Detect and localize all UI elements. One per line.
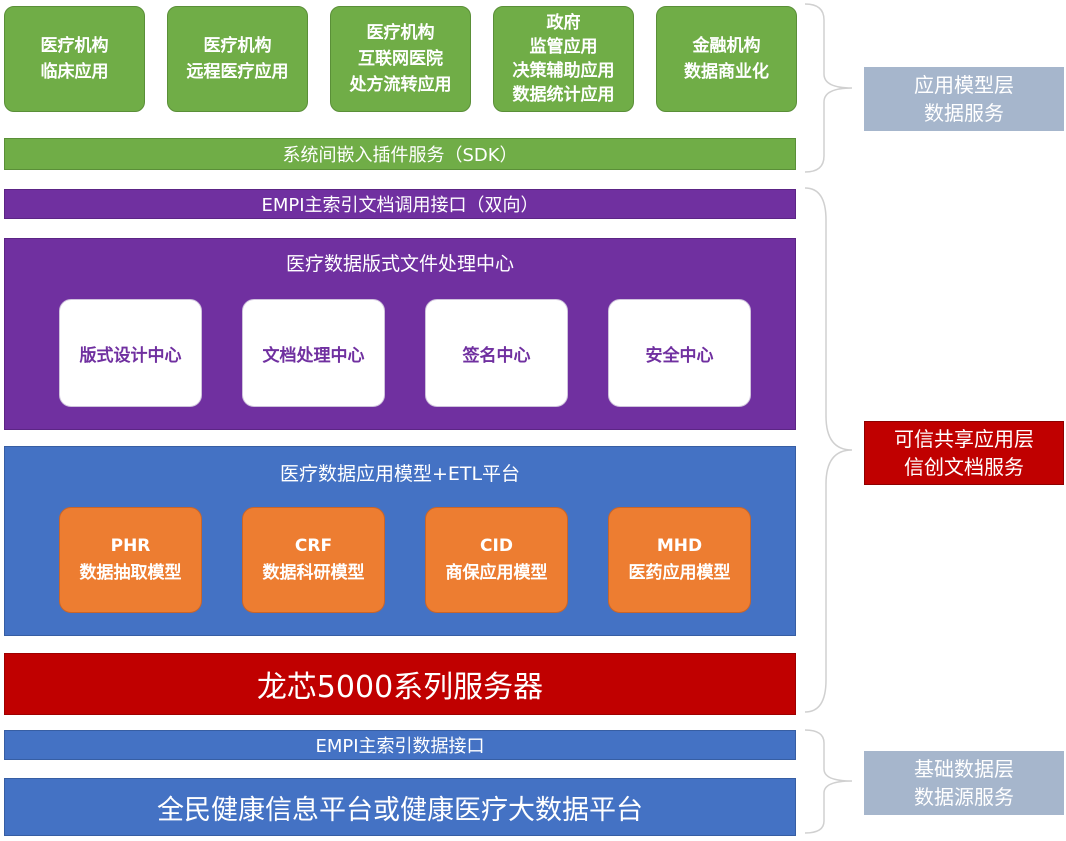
mhd-model-box: MHD 医药应用模型 [608,507,751,613]
application-layer-brace [804,3,853,173]
app-box-line: 互联网医院 [358,49,443,69]
app-box-line: 处方流转应用 [349,75,452,95]
model-code: PHR [110,536,151,556]
side-label-line: 应用模型层 [914,73,1014,97]
side-label-line: 数据源服务 [914,785,1014,809]
base-layer-label: 基础数据层 数据源服务 [864,751,1064,815]
app-box-line: 决策辅助应用 [512,61,615,81]
side-label-line: 数据服务 [924,101,1004,125]
layout-design-center-box: 版式设计中心 [59,299,202,407]
side-label-line: 可信共享应用层 [894,427,1034,451]
health-platform-bar: 全民健康信息平台或健康医疗大数据平台 [4,778,796,836]
app-box-line: 医疗机构 [40,36,109,56]
model-code: CRF [294,536,333,556]
app-box-line: 监管应用 [529,37,598,57]
model-label: 数据科研模型 [262,563,365,583]
model-label: 数据抽取模型 [79,563,182,583]
app-box-line: 数据统计应用 [512,85,615,105]
model-code: MHD [656,536,703,556]
app-box-line: 数据商业化 [684,62,769,82]
signature-center-box: 签名中心 [425,299,568,407]
model-label: 医药应用模型 [628,563,731,583]
trusted-layer-brace [804,187,853,713]
app-box-line: 医疗机构 [203,36,272,56]
empi-document-interface-bar: EMPI主索引文档调用接口（双向） [4,189,796,219]
trusted-layer-label: 可信共享应用层 信创文档服务 [864,421,1064,485]
model-label: 商保应用模型 [445,563,548,583]
base-layer-brace [804,729,853,834]
app-box-line: 金融机构 [692,36,761,56]
application-layer-label: 应用模型层 数据服务 [864,67,1064,131]
side-label-line: 基础数据层 [914,757,1014,781]
loongson-server-bar: 龙芯5000系列服务器 [4,653,796,715]
app-box-line: 政府 [546,13,581,33]
app-box-line: 远程医疗应用 [186,62,289,82]
model-code: CID [480,536,513,556]
app-box-finance: 金融机构 数据商业化 [656,6,797,112]
crf-model-box: CRF 数据科研模型 [242,507,385,613]
app-box-government: 政府 监管应用 决策辅助应用 数据统计应用 [493,6,634,112]
document-processing-center-box: 文档处理中心 [242,299,385,407]
app-box-clinical: 医疗机构 临床应用 [4,6,145,112]
app-box-line: 临床应用 [40,62,109,82]
app-box-line: 医疗机构 [366,23,435,43]
side-label-line: 信创文档服务 [904,455,1024,479]
format-file-center-title: 医疗数据版式文件处理中心 [285,253,514,275]
empi-data-interface-bar: EMPI主索引数据接口 [4,730,796,760]
cid-model-box: CID 商保应用模型 [425,507,568,613]
security-center-box: 安全中心 [608,299,751,407]
app-box-internet-hospital: 医疗机构 互联网医院 处方流转应用 [330,6,471,112]
phr-model-box: PHR 数据抽取模型 [59,507,202,613]
sdk-bar: 系统间嵌入插件服务（SDK） [4,138,796,170]
app-box-telemedicine: 医疗机构 远程医疗应用 [167,6,308,112]
etl-platform-title: 医疗数据应用模型+ETL平台 [279,463,521,485]
